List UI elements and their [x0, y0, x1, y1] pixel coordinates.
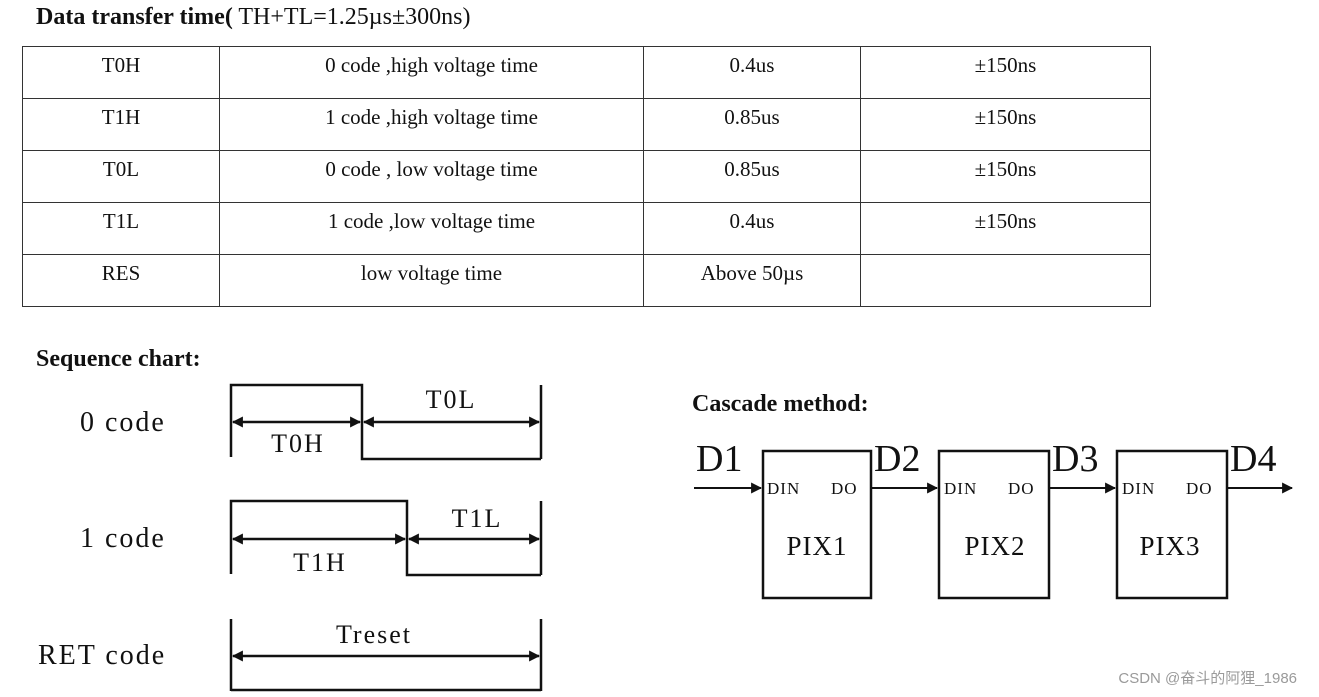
code1-label: 1 code [80, 523, 166, 554]
chip-body [1115, 449, 1229, 600]
cell-tolerance [860, 254, 1151, 307]
t1h-label: T1H [293, 548, 347, 577]
cell-name: RES [22, 254, 220, 307]
cell-desc: 0 code , low voltage time [219, 150, 644, 203]
document-title: Data transfer time( TH+TL=1.25µs±300ns) [36, 4, 470, 31]
watermark: CSDN @奋斗的阿狸_1986 [1118, 670, 1297, 687]
chip-label: PIX3 [1139, 531, 1200, 561]
pin-do: DO [1008, 479, 1035, 498]
pin-din: DIN [944, 479, 977, 498]
pin-do: DO [1186, 479, 1213, 498]
cell-name: T1H [22, 98, 220, 151]
cell-tolerance: ±150ns [860, 98, 1151, 151]
ret-code-label: RET code [38, 640, 166, 671]
t0h-label: T0H [271, 429, 325, 458]
table-row: T1H 1 code ,high voltage time 0.85us ±15… [22, 98, 1151, 151]
table-row: T0H 0 code ,high voltage time 0.4us ±150… [22, 46, 1151, 99]
chip-label: PIX2 [964, 531, 1025, 561]
code1-signal-line [229, 499, 541, 577]
treset-label: Treset [336, 620, 412, 649]
signal-label-d3: D3 [1052, 438, 1098, 480]
pin-din: DIN [767, 479, 800, 498]
cell-tolerance: ±150ns [860, 202, 1151, 255]
t0l-label: T0L [426, 385, 477, 414]
pin-do: DO [831, 479, 858, 498]
chip-body [761, 449, 873, 600]
title-bold-part: Data transfer time( [36, 4, 233, 30]
signal-label-d1: D1 [696, 438, 742, 480]
cell-desc: 1 code ,low voltage time [219, 202, 644, 255]
cell-name: T0L [22, 150, 220, 203]
table-row: RES low voltage time Above 50µs [22, 254, 1151, 307]
chip-pix3: DIN DO PIX3 [1115, 449, 1229, 600]
timing-table: T0H 0 code ,high voltage time 0.4us ±150… [22, 46, 1151, 307]
chip-body [937, 449, 1051, 600]
cell-desc: low voltage time [219, 254, 644, 307]
title-normal-part: TH+TL=1.25µs±300ns) [232, 4, 471, 30]
chip-pix2: DIN DO PIX2 [937, 449, 1051, 600]
cell-name: T0H [22, 46, 220, 99]
cell-desc: 0 code ,high voltage time [219, 46, 644, 99]
cell-value: 0.85us [643, 150, 861, 203]
signal-label-d4: D4 [1230, 438, 1276, 480]
sequence-chart-title: Sequence chart: [36, 346, 201, 372]
ret-code-waveform: RET code Treset [38, 619, 543, 692]
cell-desc: 1 code ,high voltage time [219, 98, 644, 151]
code0-waveform: 0 code T0H T0L [80, 383, 543, 461]
pin-din: DIN [1122, 479, 1155, 498]
cascade-diagram: D1 D2 D3 D4 DIN DO PIX1 DIN DO PIX2 DIN … [694, 438, 1294, 600]
cascade-method-title: Cascade method: [692, 391, 869, 417]
chip-label: PIX1 [786, 531, 847, 561]
signal-label-d2: D2 [874, 438, 920, 480]
chip-pix1: DIN DO PIX1 [761, 449, 873, 600]
code1-waveform: 1 code T1H T1L [80, 499, 543, 577]
code0-signal-line [229, 383, 541, 461]
code0-label: 0 code [80, 407, 166, 438]
t1l-label: T1L [452, 504, 503, 533]
